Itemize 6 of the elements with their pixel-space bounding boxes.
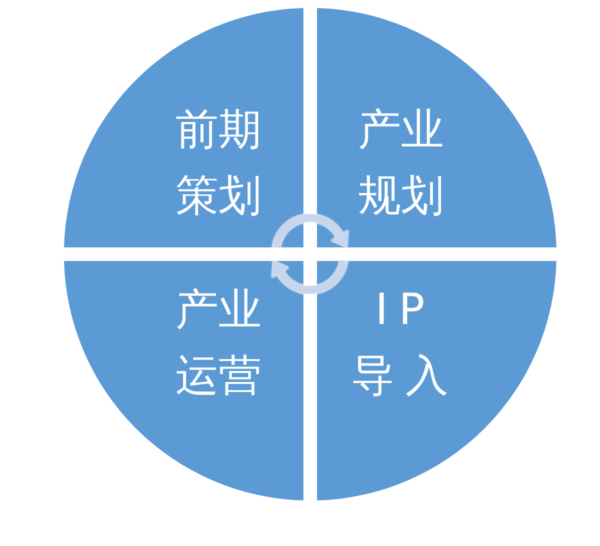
quadrant-label: 产业运营 bbox=[174, 284, 262, 403]
curved-arrow bbox=[272, 214, 348, 250]
curved-arrow bbox=[272, 258, 348, 294]
quadrant-label: 前期策划 bbox=[174, 104, 262, 223]
quadrant-label: 产业规划 bbox=[356, 104, 445, 223]
quadrant-label: IP导入 bbox=[350, 284, 460, 403]
